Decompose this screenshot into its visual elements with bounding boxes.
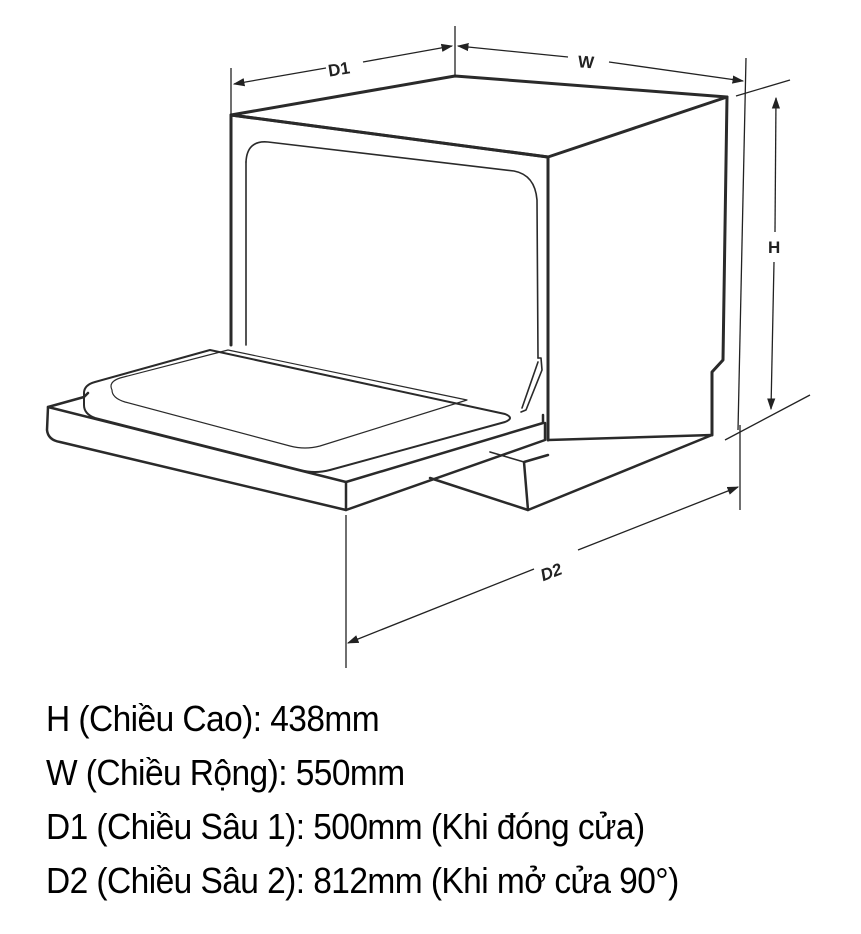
- open-door: [45, 349, 547, 512]
- spec-height: H (Chiều Cao): 438mm: [46, 698, 380, 739]
- label-w: W: [577, 52, 595, 72]
- dimension-lines: [230, 26, 811, 668]
- h-dimension-line: [771, 96, 781, 233]
- door-inner-tray: [83, 349, 511, 473]
- spec-depth-closed: D1 (Chiều Sâu 1): 500mm (Khi đóng cửa): [46, 806, 645, 847]
- spec-depth-open: D2 (Chiều Sâu 2): 812mm (Khi mở cửa 90°): [46, 860, 679, 901]
- label-d1: D1: [327, 58, 351, 80]
- base-plinth: [546, 433, 714, 442]
- dishwasher-dimension-diagram: D1 W H D2: [45, 26, 811, 668]
- w-dimension-line: [456, 42, 569, 58]
- label-d2: D2: [538, 559, 566, 585]
- front-face: [229, 113, 550, 442]
- tub-opening: [245, 141, 539, 359]
- spec-width: W (Chiều Rộng): 550mm: [46, 752, 405, 793]
- dimension-spec-list: H (Chiều Cao): 438mm W (Chiều Rộng): 550…: [46, 692, 726, 908]
- d2-dimension-line: [346, 568, 535, 644]
- right-side-face: [710, 95, 729, 437]
- d1-dimension-line: [232, 67, 327, 87]
- appliance-body: [229, 74, 729, 512]
- top-face: [229, 74, 729, 159]
- label-h: H: [768, 238, 780, 257]
- door-hinge: [520, 357, 543, 413]
